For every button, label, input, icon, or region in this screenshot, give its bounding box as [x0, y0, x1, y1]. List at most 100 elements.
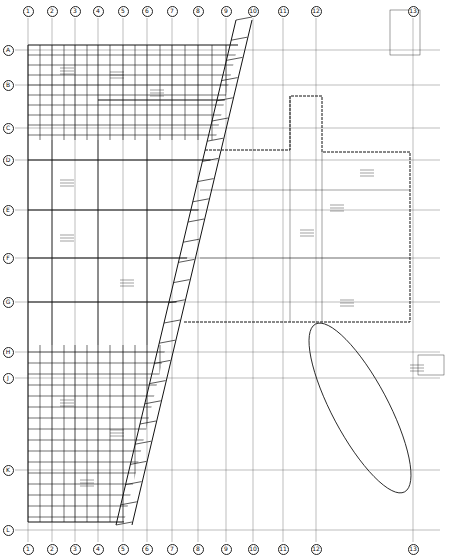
diagonal-band-edge [132, 20, 252, 525]
beam-line [160, 45, 161, 140]
beam-line [28, 462, 240, 463]
axis-number: 3 [73, 546, 77, 552]
axis-number: 5 [121, 8, 125, 14]
beam-line [64, 345, 65, 522]
axis-number: 1 [26, 8, 30, 14]
axis-bubble: L [3, 525, 14, 536]
beam-line [172, 345, 173, 522]
beam-line [212, 345, 213, 522]
axis-bubble: 1 [23, 6, 34, 17]
beam-line [110, 430, 124, 431]
beam-line [52, 45, 53, 140]
axis-bubble: 10 [248, 6, 259, 17]
beam-line [121, 502, 137, 505]
beam-line [60, 68, 74, 69]
beam-line [110, 45, 111, 140]
beam-line [130, 461, 146, 464]
beam-line [15, 352, 440, 353]
beam-line [28, 506, 240, 507]
beam-line [28, 473, 240, 474]
axis-number: 10 [249, 8, 257, 14]
beam-line [75, 18, 76, 542]
beam-line [15, 50, 440, 51]
axis-number: F [6, 255, 9, 261]
beam-line [28, 95, 240, 96]
beam-line [60, 74, 74, 75]
axis-number: 4 [96, 546, 100, 552]
beam-line [60, 183, 74, 184]
beam-line [15, 470, 440, 471]
beam-line [28, 75, 240, 76]
beam-line [28, 440, 240, 441]
axis-number: 10 [249, 546, 257, 552]
axis-bubble: 4 [93, 6, 104, 17]
beam-line [159, 340, 175, 343]
axis-number: 8 [196, 8, 200, 14]
beam-line [140, 421, 156, 424]
axis-number: L [6, 527, 9, 533]
beam-line [60, 235, 74, 236]
axis-bubble: 8 [193, 6, 204, 17]
beam-line [28, 363, 240, 364]
beam-line [160, 345, 161, 522]
beam-line [28, 85, 240, 86]
beam-line [340, 306, 354, 307]
beam-line [178, 259, 194, 262]
beam-line [64, 45, 65, 140]
axis-bubble: B [3, 80, 14, 91]
axis-bubble: 11 [278, 544, 289, 555]
beam-line [198, 179, 214, 182]
axis-bubble: 1 [23, 544, 34, 555]
beam-line [110, 345, 111, 522]
beam-line [60, 403, 74, 404]
beam-line [198, 45, 199, 140]
beam-line [28, 484, 240, 485]
axis-number: E [6, 207, 10, 213]
beam-line [15, 530, 440, 531]
beam-line [110, 433, 124, 434]
beam-line [150, 93, 164, 94]
beam-line [202, 158, 218, 161]
beam-line [98, 345, 99, 522]
beam-line [28, 55, 240, 56]
axis-number: C [6, 125, 10, 131]
beam-line [110, 78, 124, 79]
axis-number: 4 [96, 8, 100, 14]
beam-line [120, 283, 134, 284]
axis-number: J [7, 375, 9, 381]
beam-line [28, 396, 240, 397]
axis-bubble: J [3, 373, 14, 384]
beam-line [147, 140, 148, 345]
beam-line [360, 170, 374, 171]
beam-line [15, 378, 440, 379]
beam-line [28, 65, 240, 66]
beam-line [169, 300, 185, 303]
beam-line [253, 18, 254, 542]
beam-line [80, 480, 94, 481]
beam-line [330, 205, 344, 206]
beam-line [28, 210, 240, 211]
axis-number: G [6, 299, 11, 305]
beam-line [135, 45, 136, 140]
beam-line [183, 239, 199, 242]
beam-line [28, 429, 240, 430]
axis-number: 6 [145, 546, 149, 552]
beam-line [120, 286, 134, 287]
axis-bubble: 8 [193, 544, 204, 555]
axis-bubble: H [3, 347, 14, 358]
beam-line [28, 125, 240, 126]
beam-line [28, 495, 240, 496]
beam-line [123, 45, 124, 140]
beam-line [60, 71, 74, 72]
beam-line [198, 345, 199, 522]
axis-bubble: 3 [70, 544, 81, 555]
beam-line [360, 173, 374, 174]
beam-line [188, 219, 204, 222]
axis-bubble: 13 [408, 544, 419, 555]
beam-line [52, 345, 53, 522]
beam-line [40, 45, 41, 140]
axis-bubble: 9 [221, 544, 232, 555]
beam-line [410, 368, 424, 369]
axis-bubble: 5 [118, 544, 129, 555]
